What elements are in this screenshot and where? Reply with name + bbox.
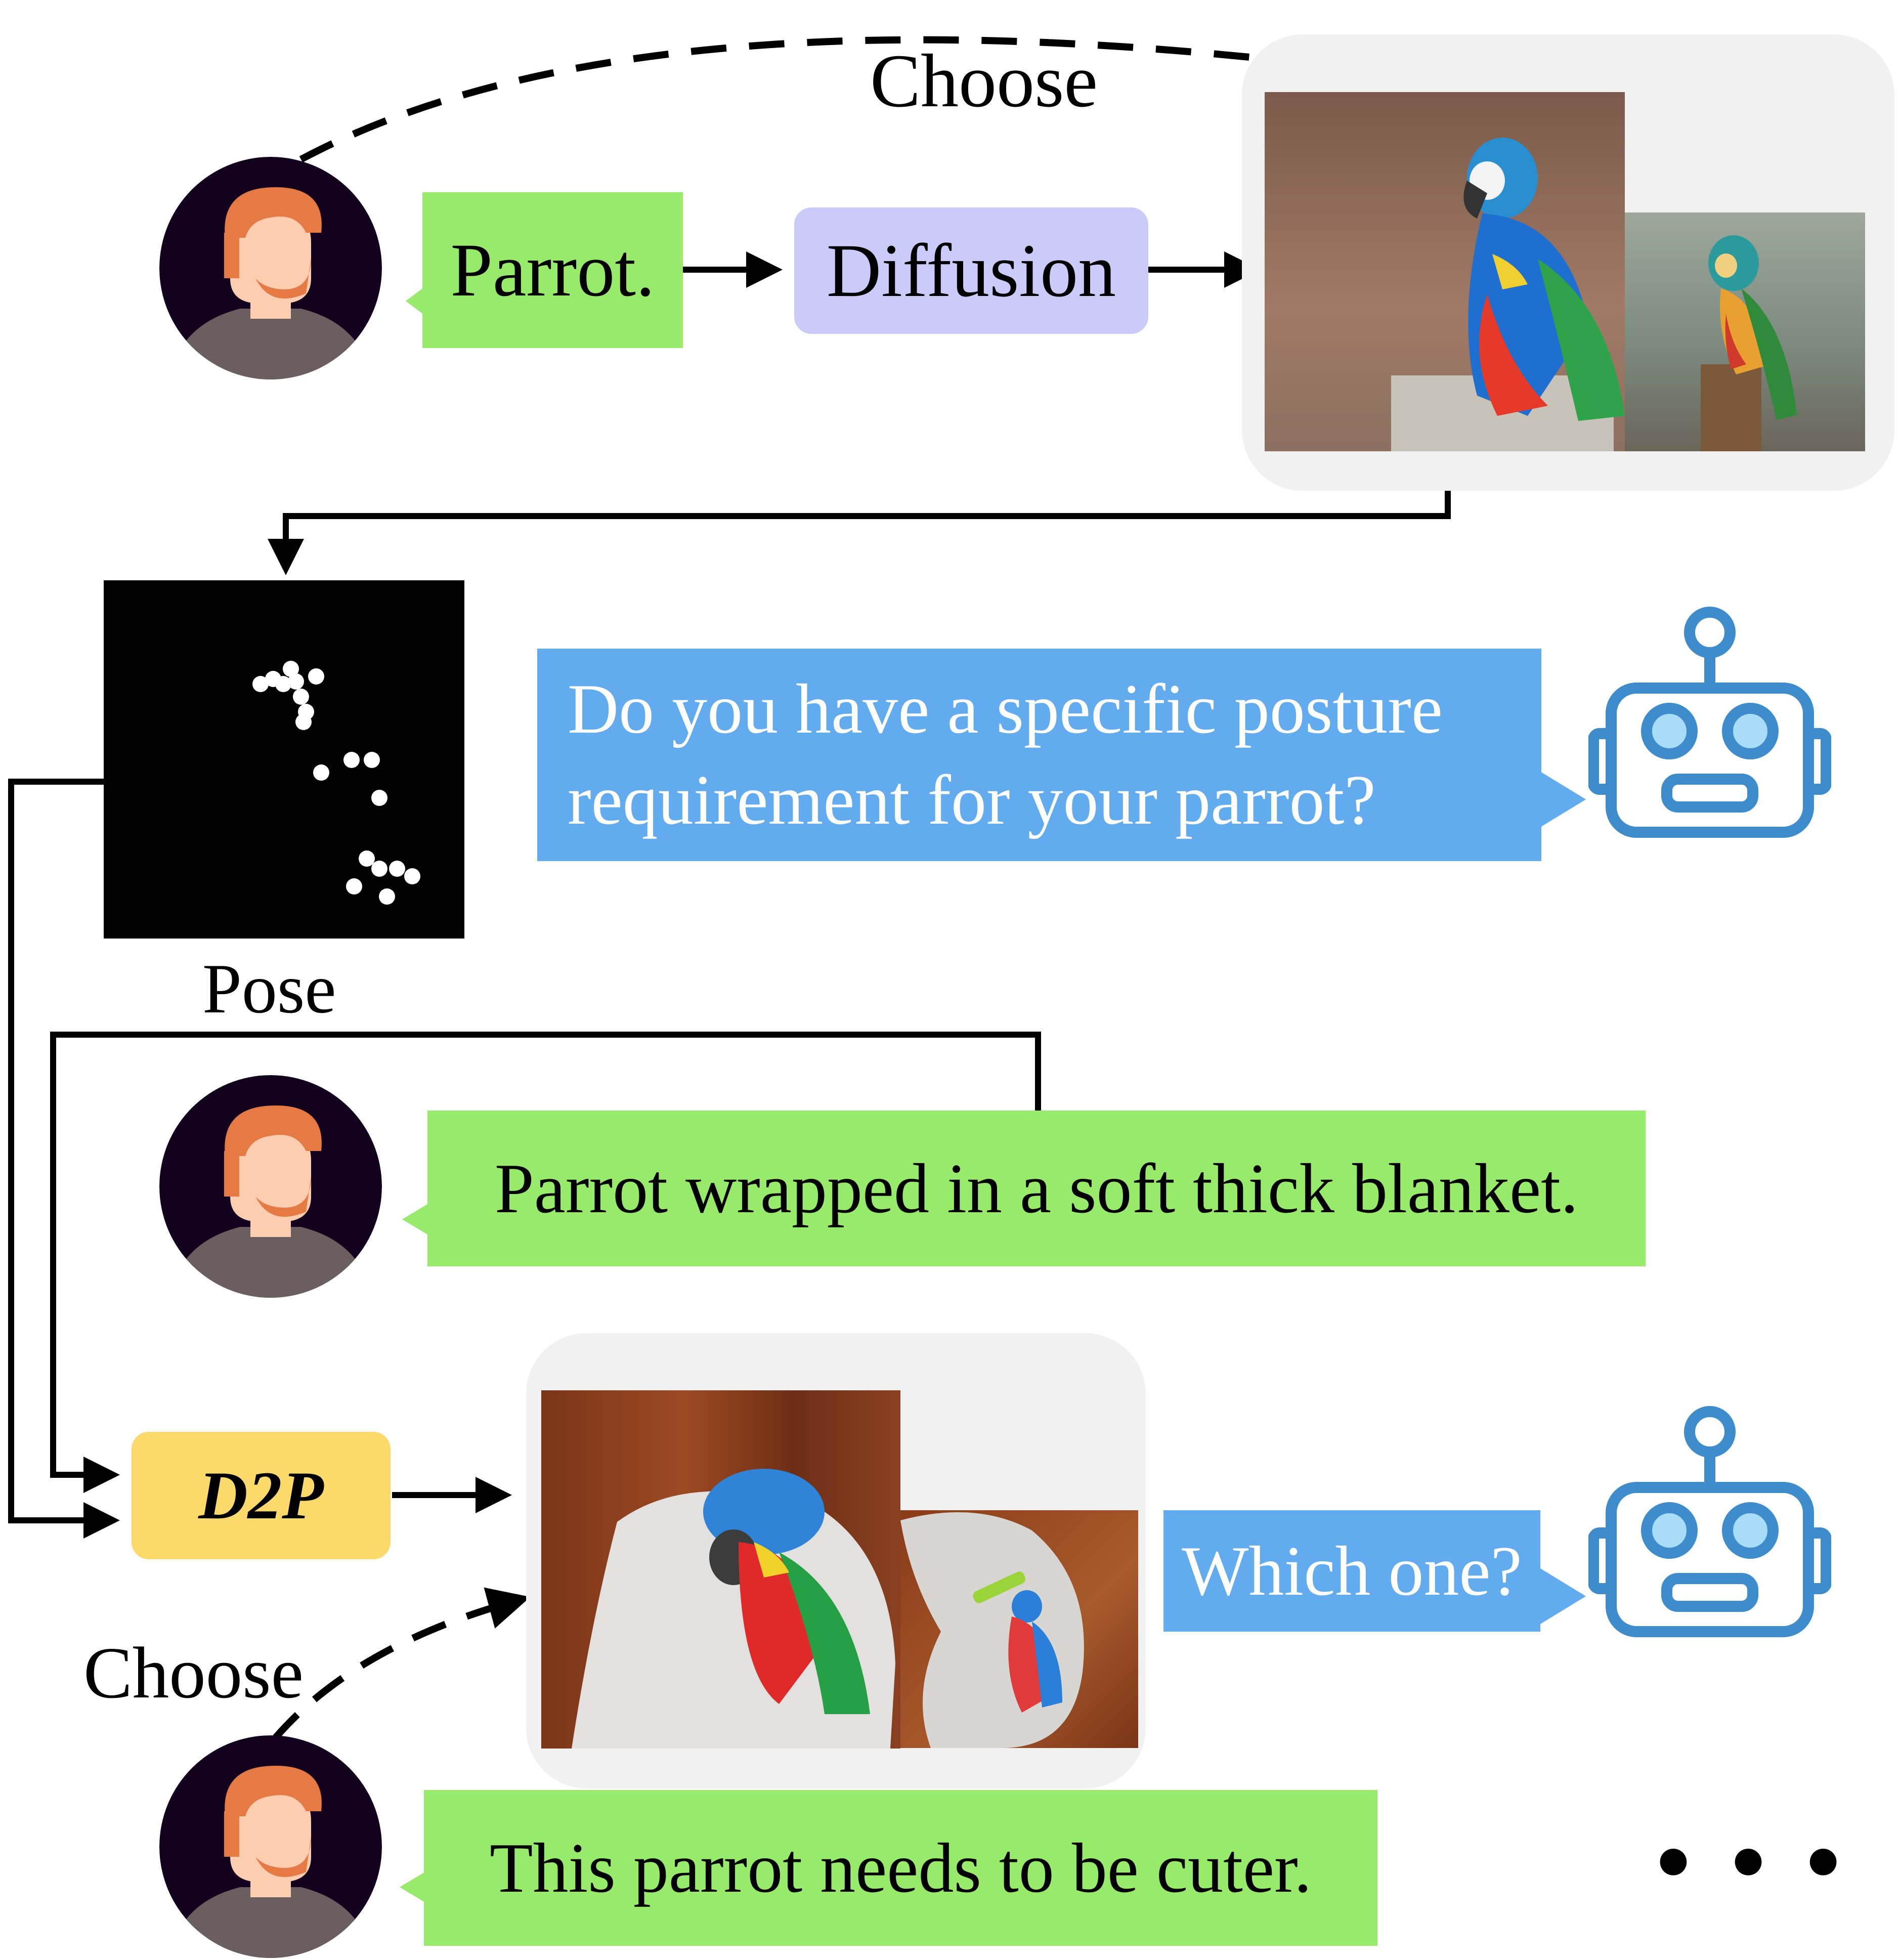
blanket-parrot-illustration xyxy=(572,1469,895,1749)
user-avatar-icon xyxy=(159,1075,382,1298)
assistant-question-line-1: Do you have a specific posture xyxy=(568,670,1443,748)
arrow-text-to-d2p xyxy=(50,1032,1041,1493)
choose-arrow-top xyxy=(299,36,1454,163)
prompt-bubble: Parrot. xyxy=(422,192,683,348)
refinement-bubble-tail xyxy=(402,1204,427,1234)
robot-icon xyxy=(1588,607,1831,838)
feedback-bubble: This parrot needs to be cuter. xyxy=(424,1790,1377,1946)
diffusion-label: Diffusion xyxy=(826,229,1116,313)
robot-icon xyxy=(1588,1406,1831,1637)
user-avatar-icon xyxy=(159,1735,382,1958)
which-one-bubble: Which one? xyxy=(1163,1510,1540,1632)
diffusion-model-box: Diffusion xyxy=(794,207,1148,334)
which-one-tail xyxy=(1540,1568,1586,1624)
pose-keypoints xyxy=(252,661,420,905)
blanket-parrot-image-2[interactable] xyxy=(900,1510,1138,1748)
feedback-bubble-tail xyxy=(400,1872,425,1902)
choose-arrow-bottom xyxy=(270,1587,531,1743)
blanket-parrot-image-1[interactable] xyxy=(541,1390,900,1749)
refinement-text: Parrot wrapped in a soft thick blanket. xyxy=(494,1149,1579,1228)
choose-label-top: Choose xyxy=(870,39,1098,123)
parrot-image-1[interactable] xyxy=(1265,92,1625,451)
d2p-label: D2P xyxy=(198,1458,324,1533)
pose-label: Pose xyxy=(202,950,336,1028)
d2p-model-box: D2P xyxy=(132,1432,391,1559)
choose-label-bottom: Choose xyxy=(83,1633,304,1714)
assistant-question-tail xyxy=(1540,772,1586,827)
prompt-text: Parrot. xyxy=(450,228,655,312)
arrow-pose-to-d2p xyxy=(8,779,120,1539)
blanket-parrot-small-illustration xyxy=(900,1512,1084,1748)
prompt-bubble-tail xyxy=(406,286,426,316)
which-one-text: Which one? xyxy=(1182,1531,1522,1610)
user-avatar-icon xyxy=(159,157,382,379)
continuation-ellipsis: • • • xyxy=(1649,1820,1848,1908)
assistant-question-bubble: Do you have a specific posture requireme… xyxy=(537,649,1541,861)
parrot-illustration xyxy=(1701,235,1797,451)
pose-keypoint-image[interactable] xyxy=(104,580,464,939)
parrot-image-2[interactable] xyxy=(1625,212,1865,451)
assistant-question-line-2: requirement for your parrot? xyxy=(568,761,1376,839)
macaw-illustration xyxy=(1391,138,1625,451)
feedback-text: This parrot needs to be cuter. xyxy=(489,1828,1312,1907)
refinement-bubble: Parrot wrapped in a soft thick blanket. xyxy=(427,1111,1646,1266)
